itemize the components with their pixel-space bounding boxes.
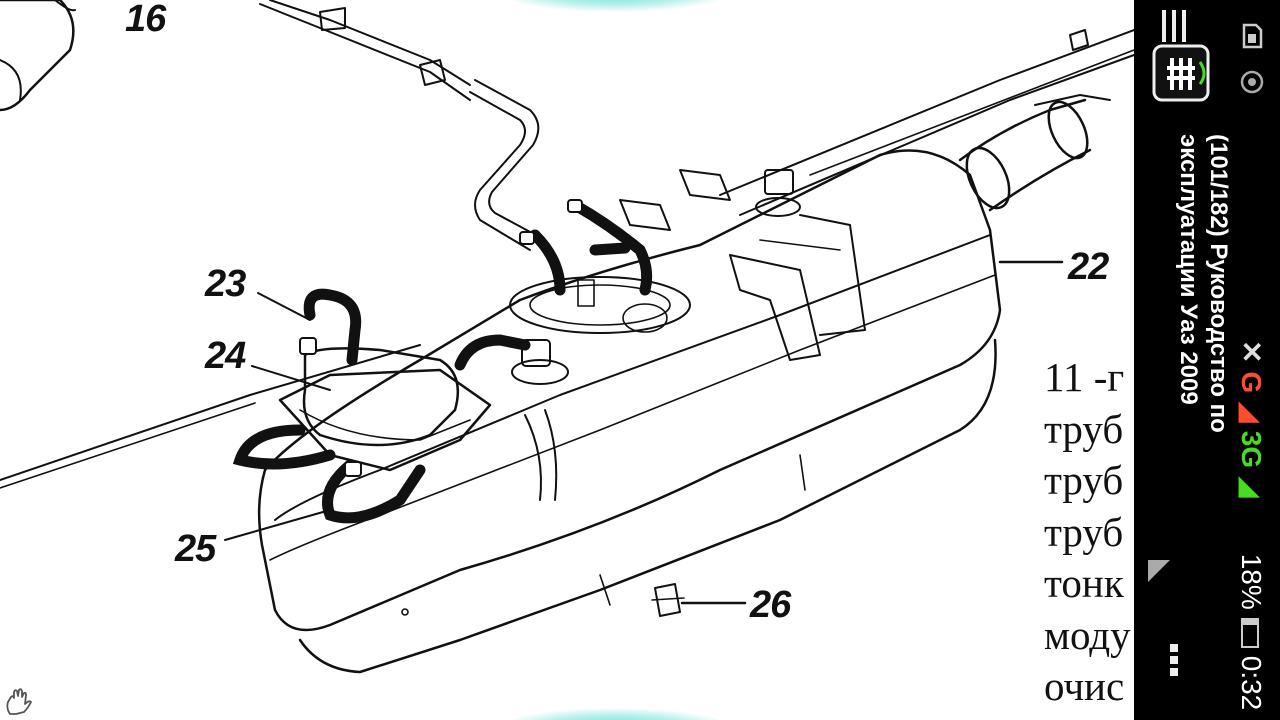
sim-icon [1242, 23, 1263, 49]
app-title-line-2: эксплуатации Уаз 2009 [1175, 134, 1202, 405]
text-line: тонк [1044, 560, 1124, 606]
fuel-tank-diagram [0, 0, 1134, 674]
text-line: 11 -г [1044, 354, 1125, 400]
document-viewer[interactable]: 16 22 23 24 25 26 11 -г труб труб труб т… [0, 0, 1134, 720]
text-line: труб [1044, 405, 1124, 452]
battery-icon [1241, 617, 1260, 648]
battery-percent: 18% [1236, 553, 1268, 610]
more-dots-icon[interactable] [1154, 640, 1194, 680]
page-edge-glow-bottom [500, 708, 730, 720]
document-text-fragment: 11 -г труб труб труб тонк моду очис [1044, 352, 1134, 713]
callout-22: 22 [1068, 246, 1109, 288]
text-line: труб [1044, 457, 1124, 503]
callout-23: 23 [205, 263, 246, 305]
hamburger-icon[interactable] [1154, 6, 1194, 46]
callout-16: 16 [125, 0, 166, 40]
app-title-line-1: (101/182) Руководство по [1205, 134, 1232, 433]
network-g: G [1236, 371, 1268, 394]
alarm-icon [1240, 70, 1264, 94]
signal-bars-icon: ◢ [1236, 401, 1267, 423]
callout-24: 24 [205, 335, 246, 377]
no-signal-icon: ✕ [1236, 340, 1267, 364]
status-indicators: ✕ G ◢ 3G ◢ 18% 0:32 [1235, 340, 1268, 710]
text-line: моду [1044, 611, 1131, 658]
book-reader-icon[interactable] [1152, 44, 1210, 102]
network-3g: 3G [1236, 430, 1268, 469]
clock: 0:32 [1236, 655, 1268, 711]
signal-icon [1148, 560, 1170, 582]
system-sidebar [1134, 0, 1280, 720]
signal-bars-3g-icon: ◢ [1236, 476, 1267, 498]
text-line: труб [1044, 508, 1124, 555]
page-edge-glow-top [500, 0, 730, 12]
callout-25: 25 [175, 528, 216, 570]
text-line: очис [1044, 663, 1125, 709]
hand-gesture-icon[interactable] [4, 688, 34, 716]
callout-26: 26 [750, 584, 791, 626]
